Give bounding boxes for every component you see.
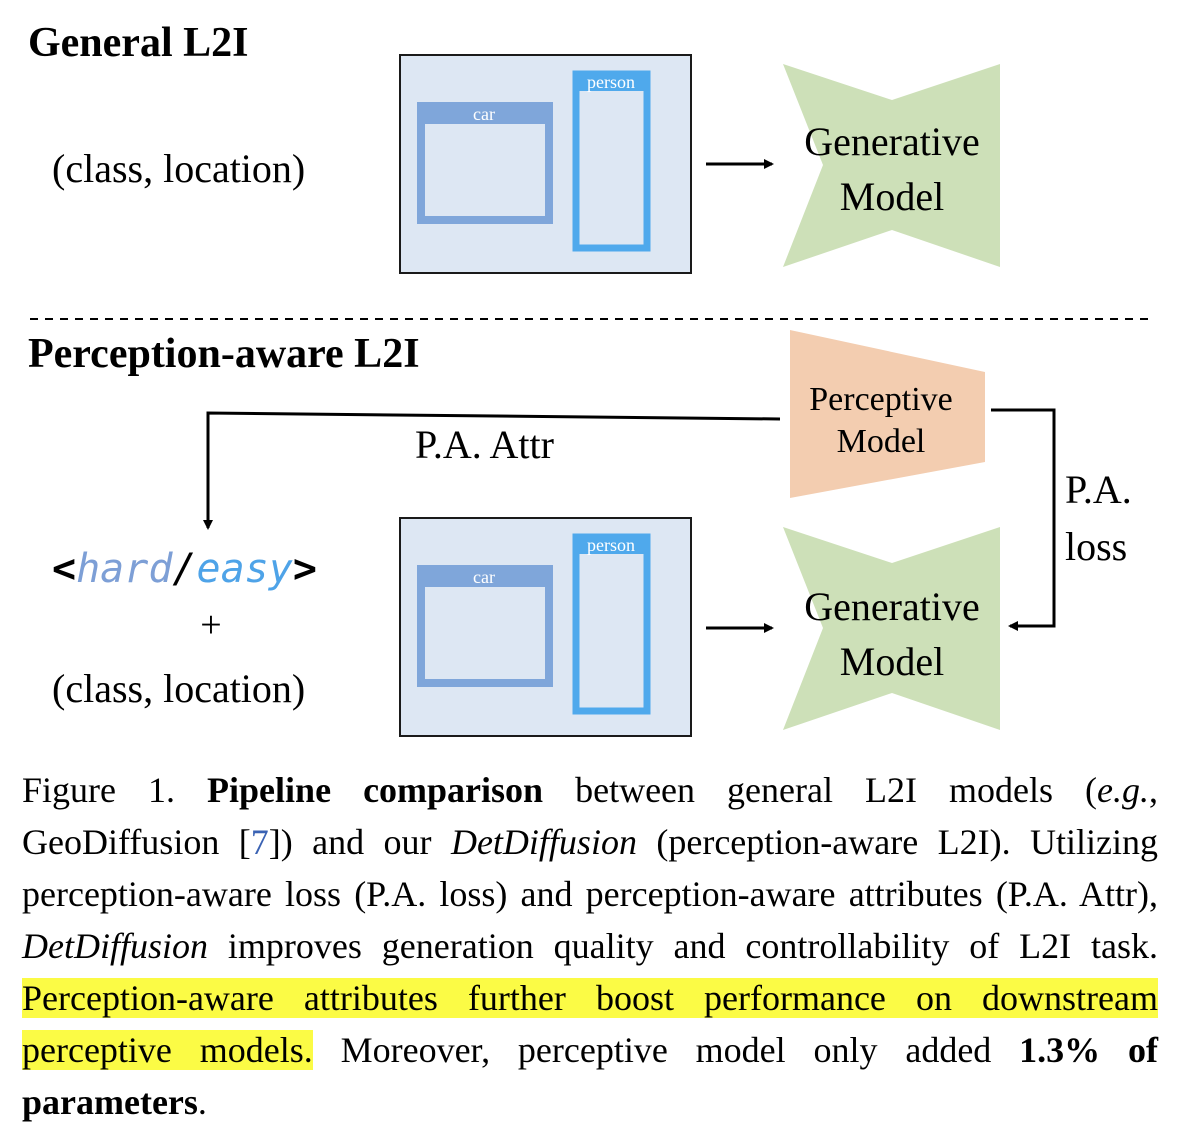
- general-generative-model-notch-bottom: [783, 230, 1000, 267]
- general-input-label: (class, location): [52, 146, 305, 191]
- perceptive-model-shape: [790, 330, 985, 498]
- perception-person-label-bg: [573, 534, 650, 554]
- plus-sign: +: [200, 604, 221, 646]
- caption-text-5: improves generation quality and controll…: [208, 926, 1158, 966]
- caption-text-2: , GeoDiffusion [: [22, 770, 1158, 862]
- caption-bold-title: Pipeline comparison: [207, 770, 544, 810]
- perceptive-model-line2: Model: [837, 423, 926, 460]
- perception-car-label: car: [473, 567, 495, 587]
- perception-generative-model-shape: [783, 527, 1000, 730]
- general-person-label-bg: [573, 71, 650, 91]
- caption-eg: e.g.: [1097, 770, 1149, 810]
- general-car-label-bg: [417, 102, 553, 124]
- perception-generative-model-notch: [783, 527, 1000, 563]
- caption-text-7: .: [197, 1082, 207, 1122]
- general-l2i-heading: General L2I: [28, 20, 248, 66]
- perception-car-label-bg: [417, 565, 553, 587]
- perception-generative-model-line2: Model: [840, 639, 944, 684]
- general-generative-model-shape: [783, 64, 1000, 267]
- caption-text-6: Moreover, perceptive model only added: [312, 1030, 1020, 1070]
- pa-attr-arrow: [203, 411, 781, 530]
- perception-person-label: person: [587, 535, 635, 555]
- pa-attr-label: P.A. Attr: [415, 422, 554, 467]
- general-generative-model-notch: [783, 64, 1000, 100]
- difficulty-token: <hard/easy>: [52, 546, 317, 592]
- figure-caption: Figure 1. Pipeline comparison between ge…: [22, 764, 1158, 1128]
- general-generative-model-line2: Model: [840, 174, 944, 219]
- pa-loss-line1: P.A.: [1065, 467, 1132, 512]
- token-hard: hard: [76, 546, 173, 592]
- token-open: <: [52, 546, 76, 592]
- caption-bold-parameters: 1.3% of parameters: [22, 1030, 1158, 1122]
- perceptive-model-line1: Perceptive: [809, 381, 953, 418]
- caption-method-name-1: DetDiffusion: [450, 822, 637, 862]
- caption-method-name-2: DetDiffusion: [22, 926, 208, 966]
- pipeline-diagram: General L2I (class, location) car person…: [28, 20, 1150, 737]
- perception-generative-model-notch-bottom: [783, 693, 1000, 730]
- token-slash: /: [172, 546, 196, 592]
- pa-loss-line2: loss: [1065, 524, 1127, 569]
- caption-prefix: Figure 1.: [22, 770, 208, 810]
- perception-aware-heading: Perception-aware L2I: [28, 331, 420, 377]
- token-easy: easy: [197, 546, 293, 592]
- caption-text-4: (perception-aware L2I). Utilizing percep…: [22, 822, 1158, 914]
- general-car-label: car: [473, 104, 495, 124]
- pa-loss-arrow: [991, 408, 1056, 631]
- caption-text-1: between general L2I models (: [543, 770, 1098, 810]
- token-close: >: [293, 546, 317, 592]
- caption-text-3: ]) and our: [268, 822, 451, 862]
- citation-link[interactable]: 7: [250, 822, 269, 862]
- general-person-label: person: [587, 72, 635, 92]
- general-generative-model-line1: Generative: [804, 119, 979, 164]
- perception-generative-model-line1: Generative: [804, 584, 979, 629]
- perception-input-label: (class, location): [52, 666, 305, 711]
